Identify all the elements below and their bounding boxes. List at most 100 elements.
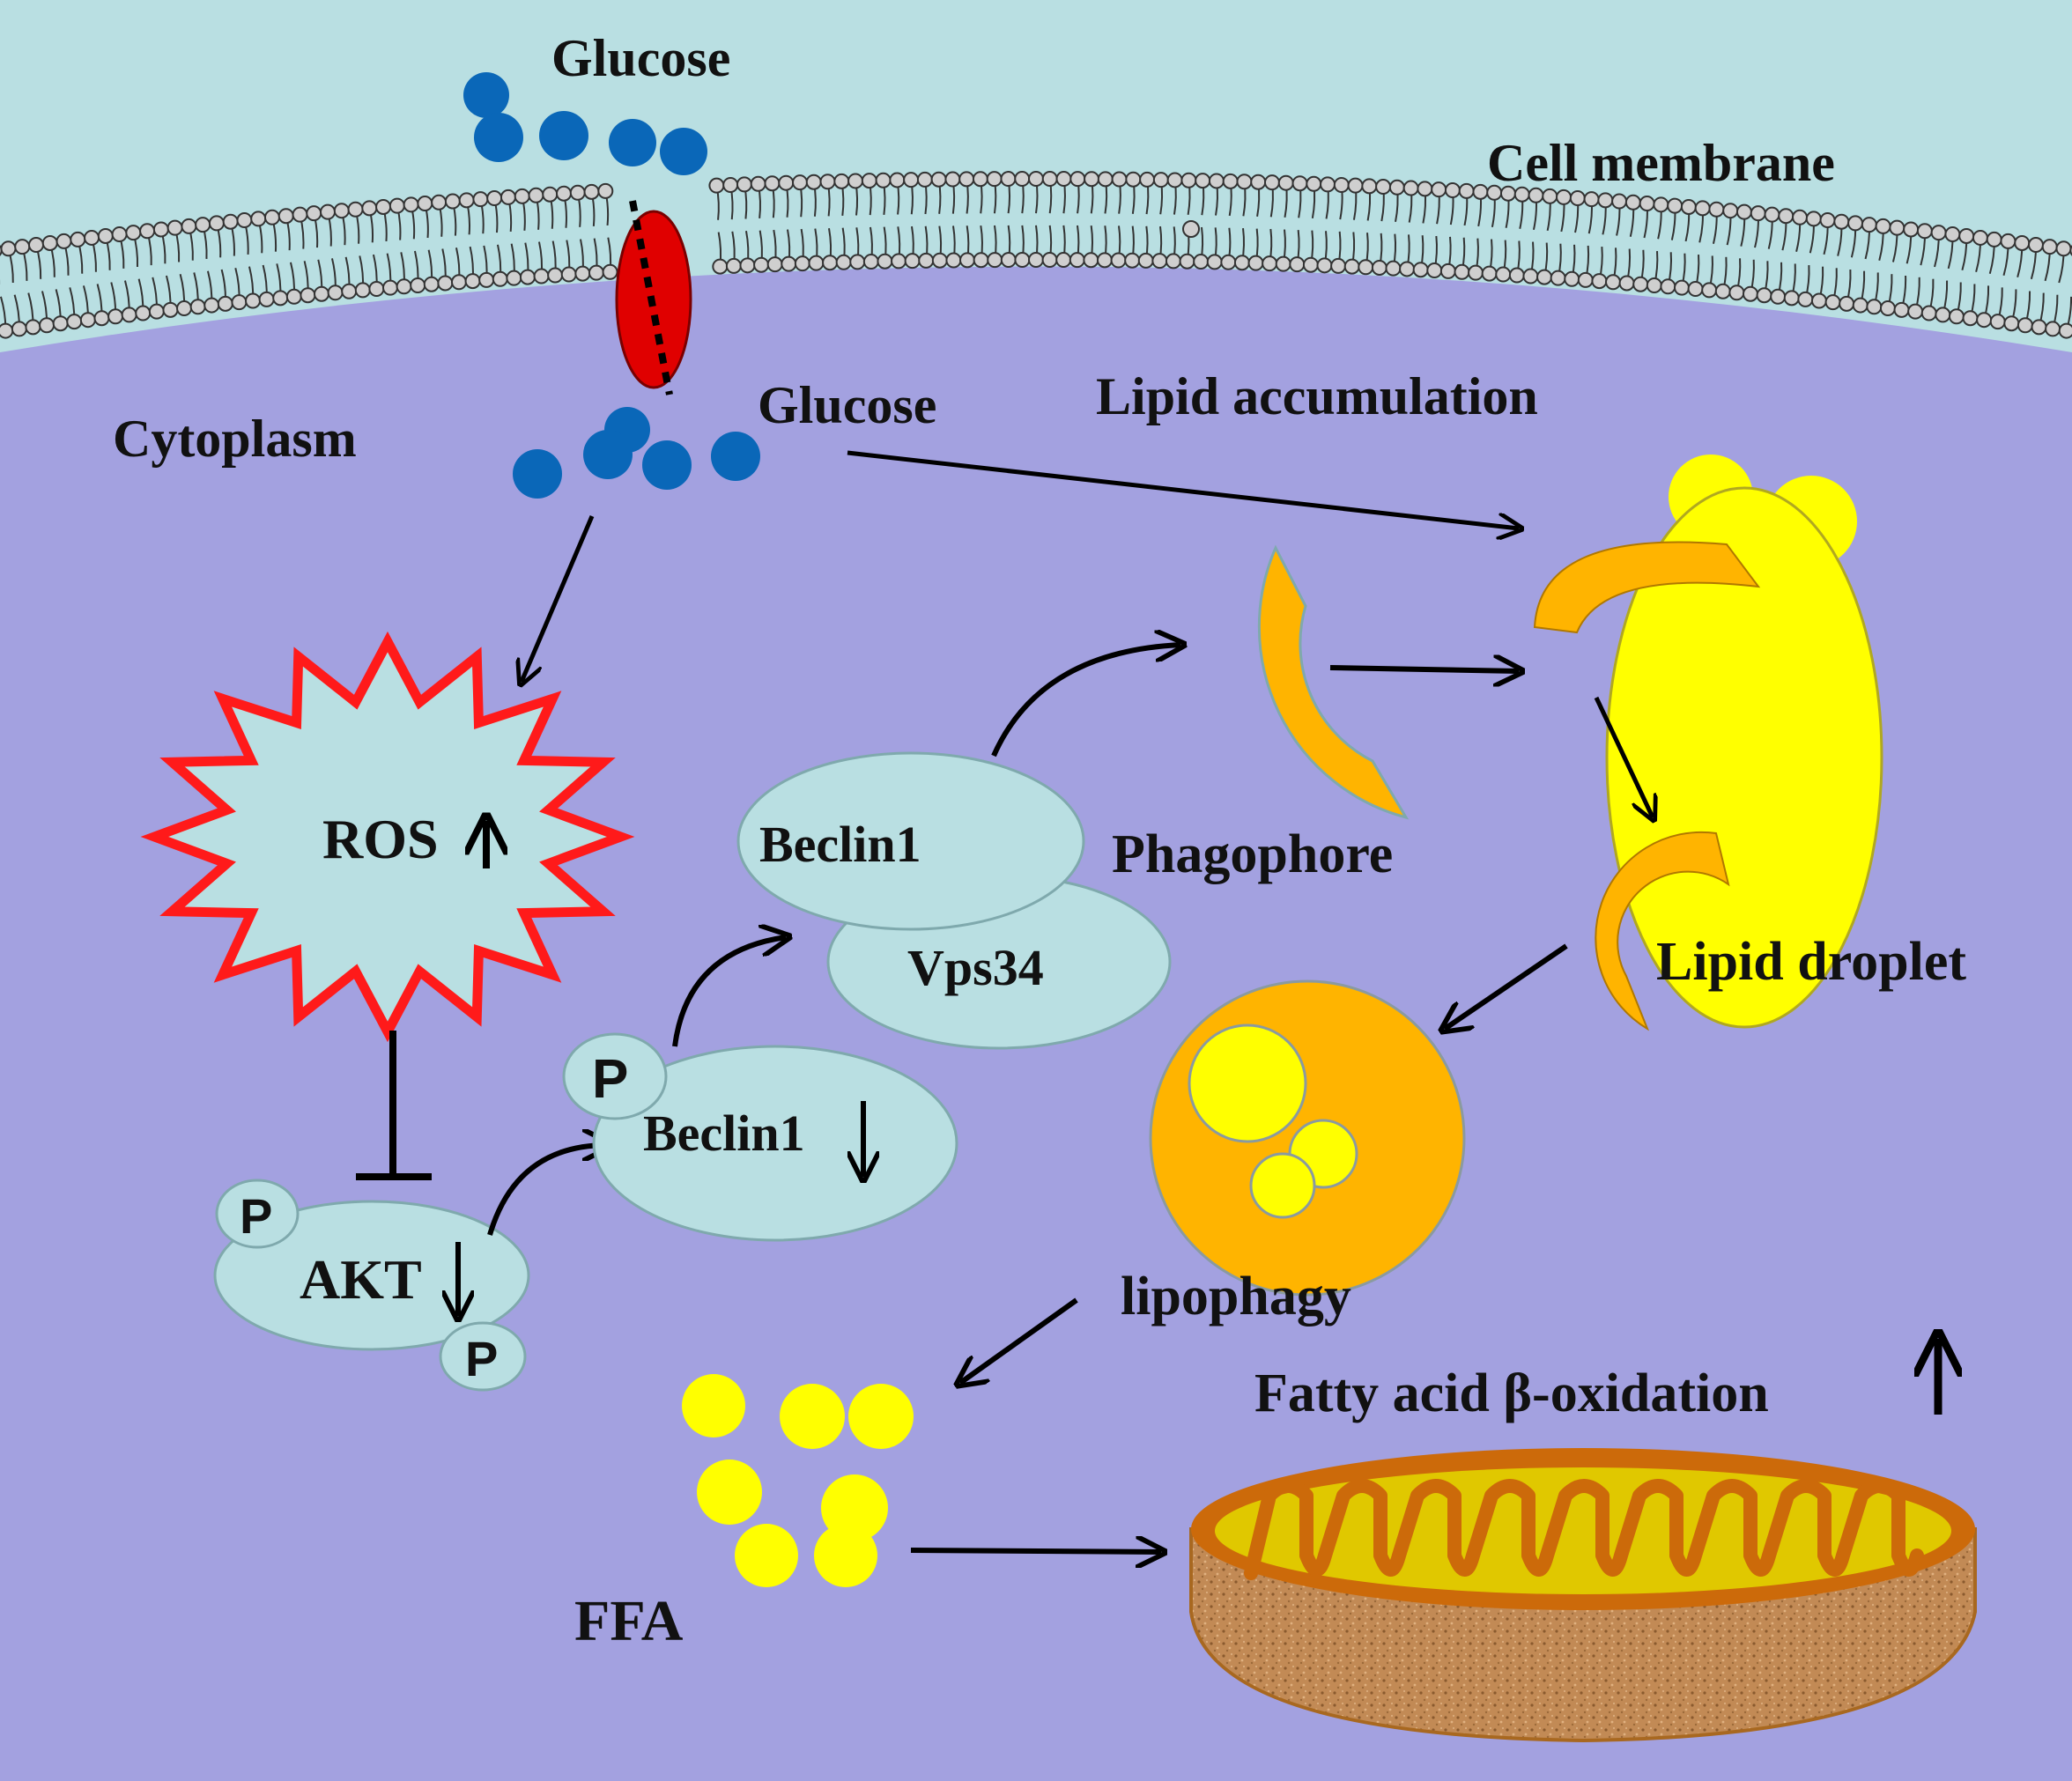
lipid-head <box>725 257 742 274</box>
lipid-head <box>1206 254 1223 270</box>
lipid-head <box>1139 171 1156 188</box>
lipid-head <box>97 227 114 244</box>
lipid-head <box>1375 179 1392 196</box>
akt-protein: AKT <box>213 1200 530 1351</box>
lipid-head <box>410 277 426 294</box>
lipid-head <box>1179 253 1195 270</box>
lipid-head <box>388 197 405 214</box>
lipid-head <box>778 174 795 191</box>
arrow-ffa-to-mitochondria <box>910 1550 1161 1552</box>
lipid-head <box>189 299 206 315</box>
lipid-head <box>1180 172 1197 188</box>
phospho-label: P <box>240 1188 272 1244</box>
lipid-head <box>320 203 337 220</box>
lipid-head <box>560 266 577 283</box>
glucose-molecules-outside <box>463 72 707 175</box>
cytoplasm-label: Cytoplasm <box>113 410 357 468</box>
lipid-head <box>1069 171 1086 188</box>
lipid-head <box>437 275 454 292</box>
lipid-head <box>1330 257 1347 274</box>
lipid-head <box>1125 171 1142 188</box>
vps34-label: Vps34 <box>907 939 1044 996</box>
lipid-head <box>285 288 302 305</box>
lipid-head <box>2058 322 2072 339</box>
lipid-head <box>1976 312 1993 329</box>
phospho-akt-bottom: P <box>439 1321 527 1392</box>
lipid-head <box>1624 194 1641 211</box>
lipid-head <box>753 256 770 273</box>
lipid-head <box>904 253 921 270</box>
lipid-head <box>381 279 398 296</box>
lipid-head <box>1152 172 1169 188</box>
lipid-head <box>39 317 56 334</box>
lipid-head <box>0 240 17 257</box>
glucose-transporter <box>615 200 692 395</box>
lipid-head <box>1481 265 1498 282</box>
lipid-head <box>1343 258 1360 275</box>
lipid-head <box>1824 294 1841 311</box>
lipid-head <box>987 252 1003 269</box>
lipid-head <box>1468 264 1484 281</box>
lipid-head <box>556 185 573 202</box>
lipid-head <box>1041 252 1058 269</box>
lipid-head <box>1111 171 1128 188</box>
lipid-head <box>722 177 739 194</box>
lipid-head <box>1986 231 2002 248</box>
lipid-head <box>750 175 766 192</box>
lipid-head <box>472 191 489 208</box>
lipid-head <box>764 175 781 192</box>
lipid-head <box>84 229 100 246</box>
lipid-head <box>361 200 378 217</box>
lipid-head <box>368 280 385 297</box>
lipid-head <box>1028 252 1044 268</box>
lipid-head <box>528 187 544 203</box>
lipid-head <box>2003 315 2020 332</box>
lipid-head <box>1861 217 1877 233</box>
lipid-head <box>1263 174 1280 191</box>
lipid-head <box>333 203 350 219</box>
lipid-accumulation-label: Lipid accumulation <box>1096 367 1538 425</box>
lipid-head <box>1778 208 1794 225</box>
lipid-head <box>111 226 128 243</box>
lipid-head <box>208 215 225 232</box>
glucose-inside-label: Glucose <box>758 376 936 434</box>
lipid-head <box>542 186 559 203</box>
lipid-head <box>1847 215 1864 232</box>
lipid-head <box>222 213 239 230</box>
lipid-head <box>739 257 756 274</box>
cell-membrane-label: Cell membrane <box>1487 134 1835 192</box>
lipid-head <box>1536 269 1553 285</box>
lipid-droplet-label: Lipid droplet <box>1656 932 1966 992</box>
lipid-head <box>79 312 96 329</box>
lipid-head <box>314 285 330 302</box>
lipid-head <box>875 172 892 188</box>
arrow-beclin1-to-complex <box>672 937 786 1047</box>
lipid-head <box>2016 317 2033 334</box>
lipid-head <box>1907 303 1924 320</box>
lipid-head <box>25 319 41 336</box>
lipid-head <box>1358 259 1374 276</box>
lipid-head <box>1097 171 1114 188</box>
lipid-head <box>569 184 586 201</box>
lipid-head <box>931 252 948 269</box>
lipid-head <box>794 255 810 272</box>
lipid-head <box>1866 299 1883 315</box>
lipid-head <box>1508 267 1525 284</box>
lipid-head <box>1014 252 1031 269</box>
lipid-head <box>1439 262 1456 279</box>
lipid-head <box>1742 285 1758 302</box>
fatty-acid-oxidation-label: Fatty acid β-oxidation <box>1254 1363 1769 1423</box>
lipid-head <box>148 303 165 320</box>
glucose-outside-label: Glucose <box>551 29 730 87</box>
lipid-head <box>861 173 877 189</box>
lipid-head <box>1632 276 1649 292</box>
lipid-head <box>1893 301 1910 318</box>
lipid-head <box>458 192 475 209</box>
lipid-head <box>1444 182 1461 199</box>
lipid-head <box>1399 261 1416 277</box>
lipid-head <box>1783 290 1800 307</box>
lipid-head <box>1041 171 1058 188</box>
lipid-head <box>263 209 280 225</box>
lipid-head <box>877 253 893 270</box>
